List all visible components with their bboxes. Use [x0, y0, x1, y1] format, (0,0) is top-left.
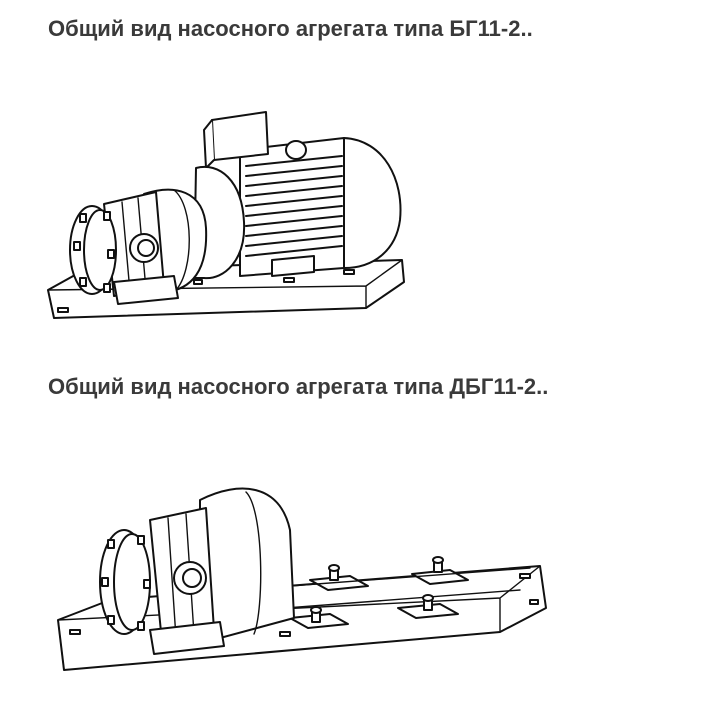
pump-unit-bg11-drawing — [44, 110, 414, 340]
pump-unit-dbg11-drawing — [50, 470, 560, 695]
pump-with-motor-illustration — [47, 111, 405, 319]
section-heading-dbg11: Общий вид насосного агрегата типа ДБГ11-… — [48, 374, 549, 399]
pump-on-base-illustration — [57, 487, 547, 671]
section-heading-bg11: Общий вид насосного агрегата типа БГ11-2… — [48, 16, 533, 41]
